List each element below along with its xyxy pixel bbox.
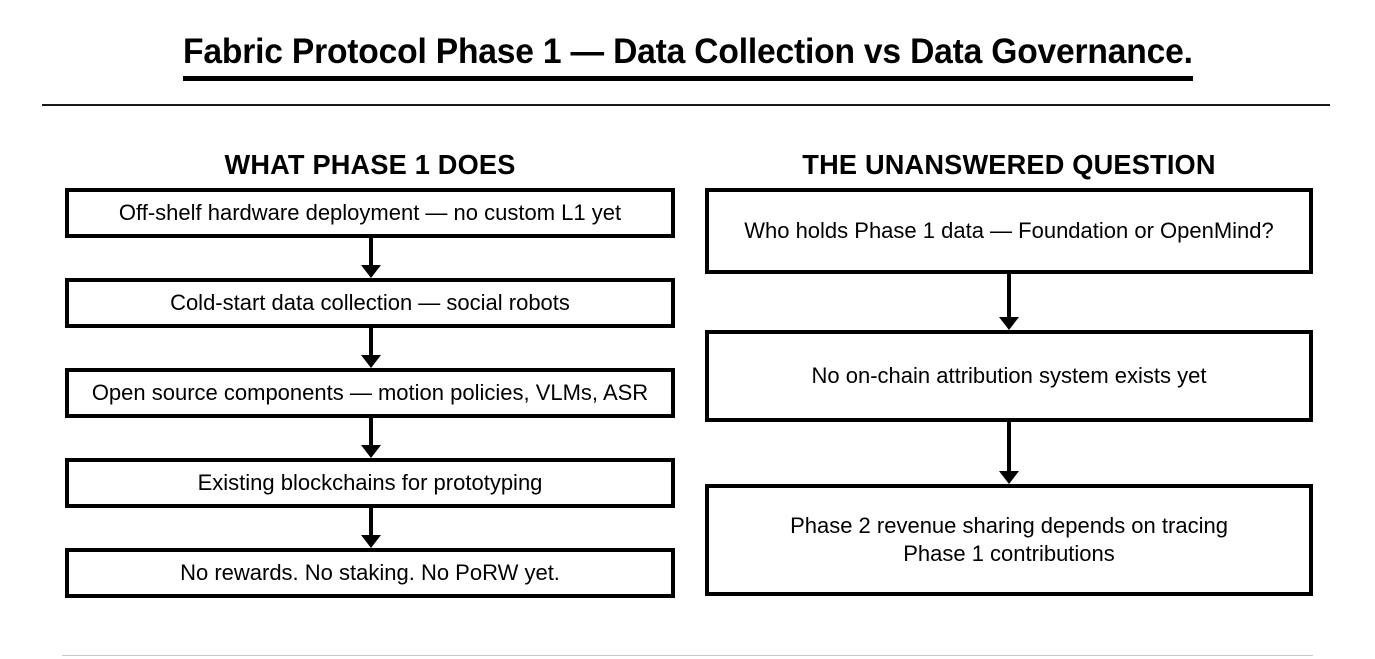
column-header-right: THE UNANSWERED QUESTION: [802, 149, 1216, 180]
flow-arrow: [65, 238, 675, 278]
flow-node[interactable]: Phase 2 revenue sharing depends on traci…: [705, 484, 1313, 596]
arrow-shaft: [1006, 422, 1011, 475]
arrow-shaft: [1006, 274, 1011, 321]
column-header-left: WHAT PHASE 1 DOES: [224, 149, 516, 180]
footer-divider: [62, 655, 1313, 656]
arrow-shaft: [368, 508, 373, 539]
arrow-shaft: [368, 238, 373, 269]
flow-arrow: [705, 274, 1313, 330]
flow-node-label: Phase 2 revenue sharing depends on traci…: [790, 512, 1228, 566]
arrow-down-icon: [998, 471, 1019, 484]
column-what-phase-1-does: WHAT PHASE 1 DOES Off-shelf hardware dep…: [65, 149, 675, 598]
flow-node[interactable]: Who holds Phase 1 data — Foundation or O…: [705, 188, 1313, 274]
arrow-shaft: [368, 328, 373, 359]
arrow-down-icon: [360, 265, 381, 278]
column-unanswered-question: THE UNANSWERED QUESTION Who holds Phase …: [705, 149, 1313, 596]
flow-node-label: Off-shelf hardware deployment — no custo…: [118, 199, 622, 225]
page-title: Fabric Protocol Phase 1 — Data Collectio…: [182, 33, 1193, 81]
flow-arrow: [65, 418, 675, 458]
flow-node[interactable]: Off-shelf hardware deployment — no custo…: [65, 188, 675, 238]
flow-node[interactable]: Open source components — motion policies…: [65, 368, 675, 418]
arrow-down-icon: [360, 445, 381, 458]
arrow-down-icon: [360, 535, 381, 548]
arrow-down-icon: [998, 317, 1019, 330]
flow-arrow: [65, 508, 675, 548]
flow-node-label: No on-chain attribution system exists ye…: [811, 362, 1207, 388]
flow-right: Who holds Phase 1 data — Foundation or O…: [705, 188, 1313, 596]
flow-node-label: Who holds Phase 1 data — Foundation or O…: [744, 217, 1274, 243]
arrow-shaft: [368, 418, 373, 449]
flow-node-label: Existing blockchains for prototyping: [197, 469, 543, 495]
flow-node-label: Open source components — motion policies…: [91, 379, 649, 405]
flow-node[interactable]: Cold-start data collection — social robo…: [65, 278, 675, 328]
arrow-down-icon: [360, 355, 381, 368]
flow-left: Off-shelf hardware deployment — no custo…: [65, 188, 675, 598]
flow-arrow: [705, 422, 1313, 484]
flow-node-label: Cold-start data collection — social robo…: [170, 289, 570, 315]
flow-node-label: No rewards. No staking. No PoRW yet.: [180, 559, 560, 585]
header-divider: [42, 104, 1330, 106]
flow-node[interactable]: Existing blockchains for prototyping: [65, 458, 675, 508]
flow-node[interactable]: No on-chain attribution system exists ye…: [705, 330, 1313, 422]
flow-arrow: [65, 328, 675, 368]
flow-node[interactable]: No rewards. No staking. No PoRW yet.: [65, 548, 675, 598]
title-block: Fabric Protocol Phase 1 — Data Collectio…: [0, 33, 1375, 81]
